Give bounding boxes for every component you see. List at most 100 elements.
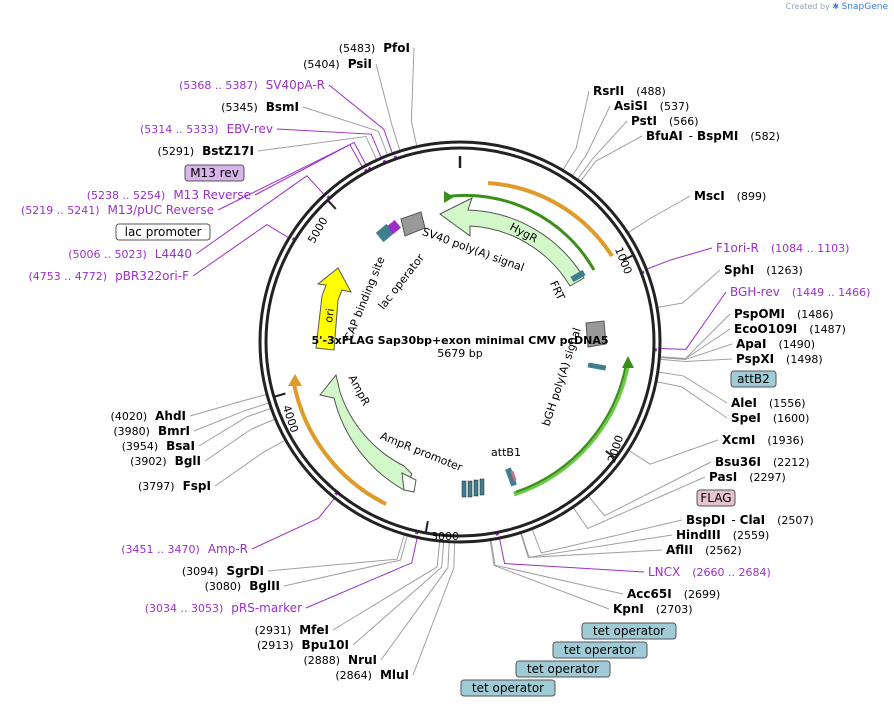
label-text: XcmI(1936) — [722, 433, 804, 447]
label-position: (2297) — [749, 471, 786, 484]
label-position: (582) — [750, 130, 780, 143]
left-label-pfoi[interactable]: (5483)PfoI — [339, 41, 410, 55]
left-label-m13-reverse[interactable]: (5238 .. 5254)M13 Reverse — [87, 188, 251, 202]
label-text: EcoO109I(1487) — [734, 322, 846, 336]
right-label-f1ori-r[interactable]: F1ori-R(1084 .. 1103) — [716, 241, 849, 255]
tet-operator-box — [467, 480, 473, 498]
label-position: (5404) — [303, 58, 340, 71]
left-label-bsmi[interactable]: (5345)BsmI — [221, 100, 299, 114]
left-label-l4440[interactable]: (5006 .. 5023)L4440 — [68, 247, 192, 261]
label-position: (2888) — [303, 654, 340, 667]
leader-line — [655, 381, 728, 419]
label-name: AsiSI — [614, 99, 648, 113]
leader-line — [276, 128, 382, 159]
orf-arc-green-right — [515, 363, 627, 493]
left-label-pbr322ori-f[interactable]: (4753 .. 4772)pBR322ori-F — [29, 269, 190, 283]
right-label-sphi[interactable]: SphI(1263) — [724, 263, 803, 277]
left-label-bmri[interactable]: (3980)BmrI — [113, 424, 190, 438]
left-label-bsai[interactable]: (3954)BsaI — [122, 439, 195, 453]
left-label-fspi[interactable]: (3797)FspI — [138, 479, 211, 493]
right-label-tet-operator[interactable]: tet operator — [552, 641, 648, 659]
right-label-hindiii[interactable]: HindIII(2559) — [676, 528, 769, 542]
left-label-bpu10i[interactable]: (2913)Bpu10I — [257, 638, 349, 652]
right-label-lncx[interactable]: LNCX(2660 .. 2684) — [648, 565, 771, 579]
leader-line — [204, 418, 276, 462]
right-label-spei[interactable]: SpeI(1600) — [731, 411, 809, 425]
label-text: (3797)FspI — [138, 479, 211, 493]
label-text: Bsu36I(2212) — [715, 455, 810, 469]
left-label-prs-marker[interactable]: (3034 .. 3053)pRS-marker — [145, 601, 302, 615]
left-label-ahdi[interactable]: (4020)AhdI — [111, 409, 186, 423]
left-label-mfei[interactable]: (2931)MfeI — [255, 623, 329, 637]
label-name: BGH-rev — [730, 285, 780, 299]
label-position: (4020) — [111, 410, 148, 423]
primer-tick — [291, 237, 295, 241]
snapgene-logo-icon: ✱ — [832, 2, 840, 11]
label-position: (1936) — [767, 434, 804, 447]
right-label-attb2[interactable]: attB2 — [730, 370, 777, 388]
right-label-bgh-rev[interactable]: BGH-rev(1449 .. 1466) — [730, 285, 870, 299]
tick-mark — [273, 392, 286, 398]
left-label-amp-r[interactable]: (3451 .. 3470)Amp-R — [121, 542, 248, 556]
label-text: (4020)AhdI — [111, 409, 186, 423]
right-label-rsrii[interactable]: RsrII(488) — [593, 84, 666, 98]
hygr-arrow — [439, 197, 585, 287]
orf-arrowhead-left — [288, 374, 302, 386]
right-label-flag[interactable]: FLAG — [696, 489, 736, 507]
left-label-nrui[interactable]: (2888) NruI — [303, 653, 377, 667]
leader-line — [302, 106, 389, 156]
left-label-ebv-rev[interactable]: (5314 .. 5333)EBV-rev — [140, 122, 273, 136]
right-label-pasi[interactable]: PasI(2297) — [709, 470, 786, 484]
right-label-apai[interactable]: ApaI(1490) — [736, 337, 815, 351]
label-name: NruI — [348, 653, 377, 667]
left-label-sgrdi[interactable]: (3094)SgrDI — [182, 564, 264, 578]
right-label-kpni[interactable]: KpnI(2703) — [613, 602, 692, 616]
leader-line — [267, 533, 405, 572]
right-label-pspomi[interactable]: PspOMI(1486) — [734, 307, 834, 321]
right-label-xcmi[interactable]: XcmI(1936) — [722, 433, 804, 447]
left-label-bgli[interactable]: (3902)BglI — [130, 454, 201, 468]
right-label-msci[interactable]: MscI(899) — [694, 189, 766, 203]
left-label-lac-promoter[interactable]: lac promoter — [115, 223, 211, 241]
left-label-psii[interactable]: (5404)PsiI — [303, 57, 372, 71]
right-label-tet-operator[interactable]: tet operator — [460, 679, 556, 697]
leader-line — [587, 461, 712, 517]
label-position: (2864) — [335, 669, 372, 682]
left-label-bglii[interactable]: (3080)BglII — [205, 579, 280, 593]
label-position: (3451 .. 3470) — [121, 543, 200, 556]
label-box — [552, 641, 648, 659]
feature-label-attb1: attB1 — [491, 446, 521, 459]
label-position: (2212) — [773, 456, 810, 469]
leader-line — [498, 537, 645, 573]
label-position: (2559) — [733, 529, 770, 542]
right-label-bspdi[interactable]: BspDI-ClaI(2507) — [686, 513, 814, 527]
right-label-alei[interactable]: AleI(1556) — [731, 396, 806, 410]
label-text: BspDI-ClaI(2507) — [686, 513, 814, 527]
right-label-pspxi[interactable]: PspXI(1498) — [736, 352, 823, 366]
label-name: lac promoter — [125, 225, 202, 239]
right-label-asisi[interactable]: AsiSI(537) — [614, 99, 689, 113]
right-label-bsu36i[interactable]: Bsu36I(2212) — [715, 455, 810, 469]
left-label-bstz17i[interactable]: (5291)BstZ17I — [158, 144, 254, 158]
right-label-ecoo109i[interactable]: EcoO109I(1487) — [734, 322, 846, 336]
right-label-tet-operator[interactable]: tet operator — [581, 622, 677, 640]
right-label-aflii[interactable]: AflII(2562) — [666, 543, 742, 557]
right-label-psti[interactable]: PstI(566) — [631, 114, 699, 128]
label-name: PspOMI — [734, 307, 785, 321]
primer-tick — [414, 531, 419, 535]
label-separator: - — [731, 513, 735, 527]
attb2-marker — [587, 362, 607, 371]
right-label-bfuai[interactable]: BfuAI-BspMI(582) — [646, 129, 780, 143]
plasmid-size: 5679 bp — [437, 347, 482, 360]
leader-line — [659, 291, 727, 350]
label-name: MscI — [694, 189, 725, 203]
right-label-tet-operator[interactable]: tet operator — [515, 660, 611, 678]
left-label-mlui[interactable]: (2864)MluI — [335, 668, 409, 682]
label-name: tet operator — [593, 624, 665, 638]
right-label-acc65i[interactable]: Acc65I(2699) — [627, 587, 720, 601]
left-label-m13-rev[interactable]: M13 rev — [184, 164, 245, 182]
tet-operator-box — [461, 480, 467, 498]
flag-marker — [510, 470, 517, 482]
left-label-m13-puc-reverse[interactable]: (5219 .. 5241)M13/pUC Reverse — [21, 203, 214, 217]
left-label-sv40pa-r[interactable]: (5368 .. 5387)SV40pA-R — [179, 78, 325, 92]
